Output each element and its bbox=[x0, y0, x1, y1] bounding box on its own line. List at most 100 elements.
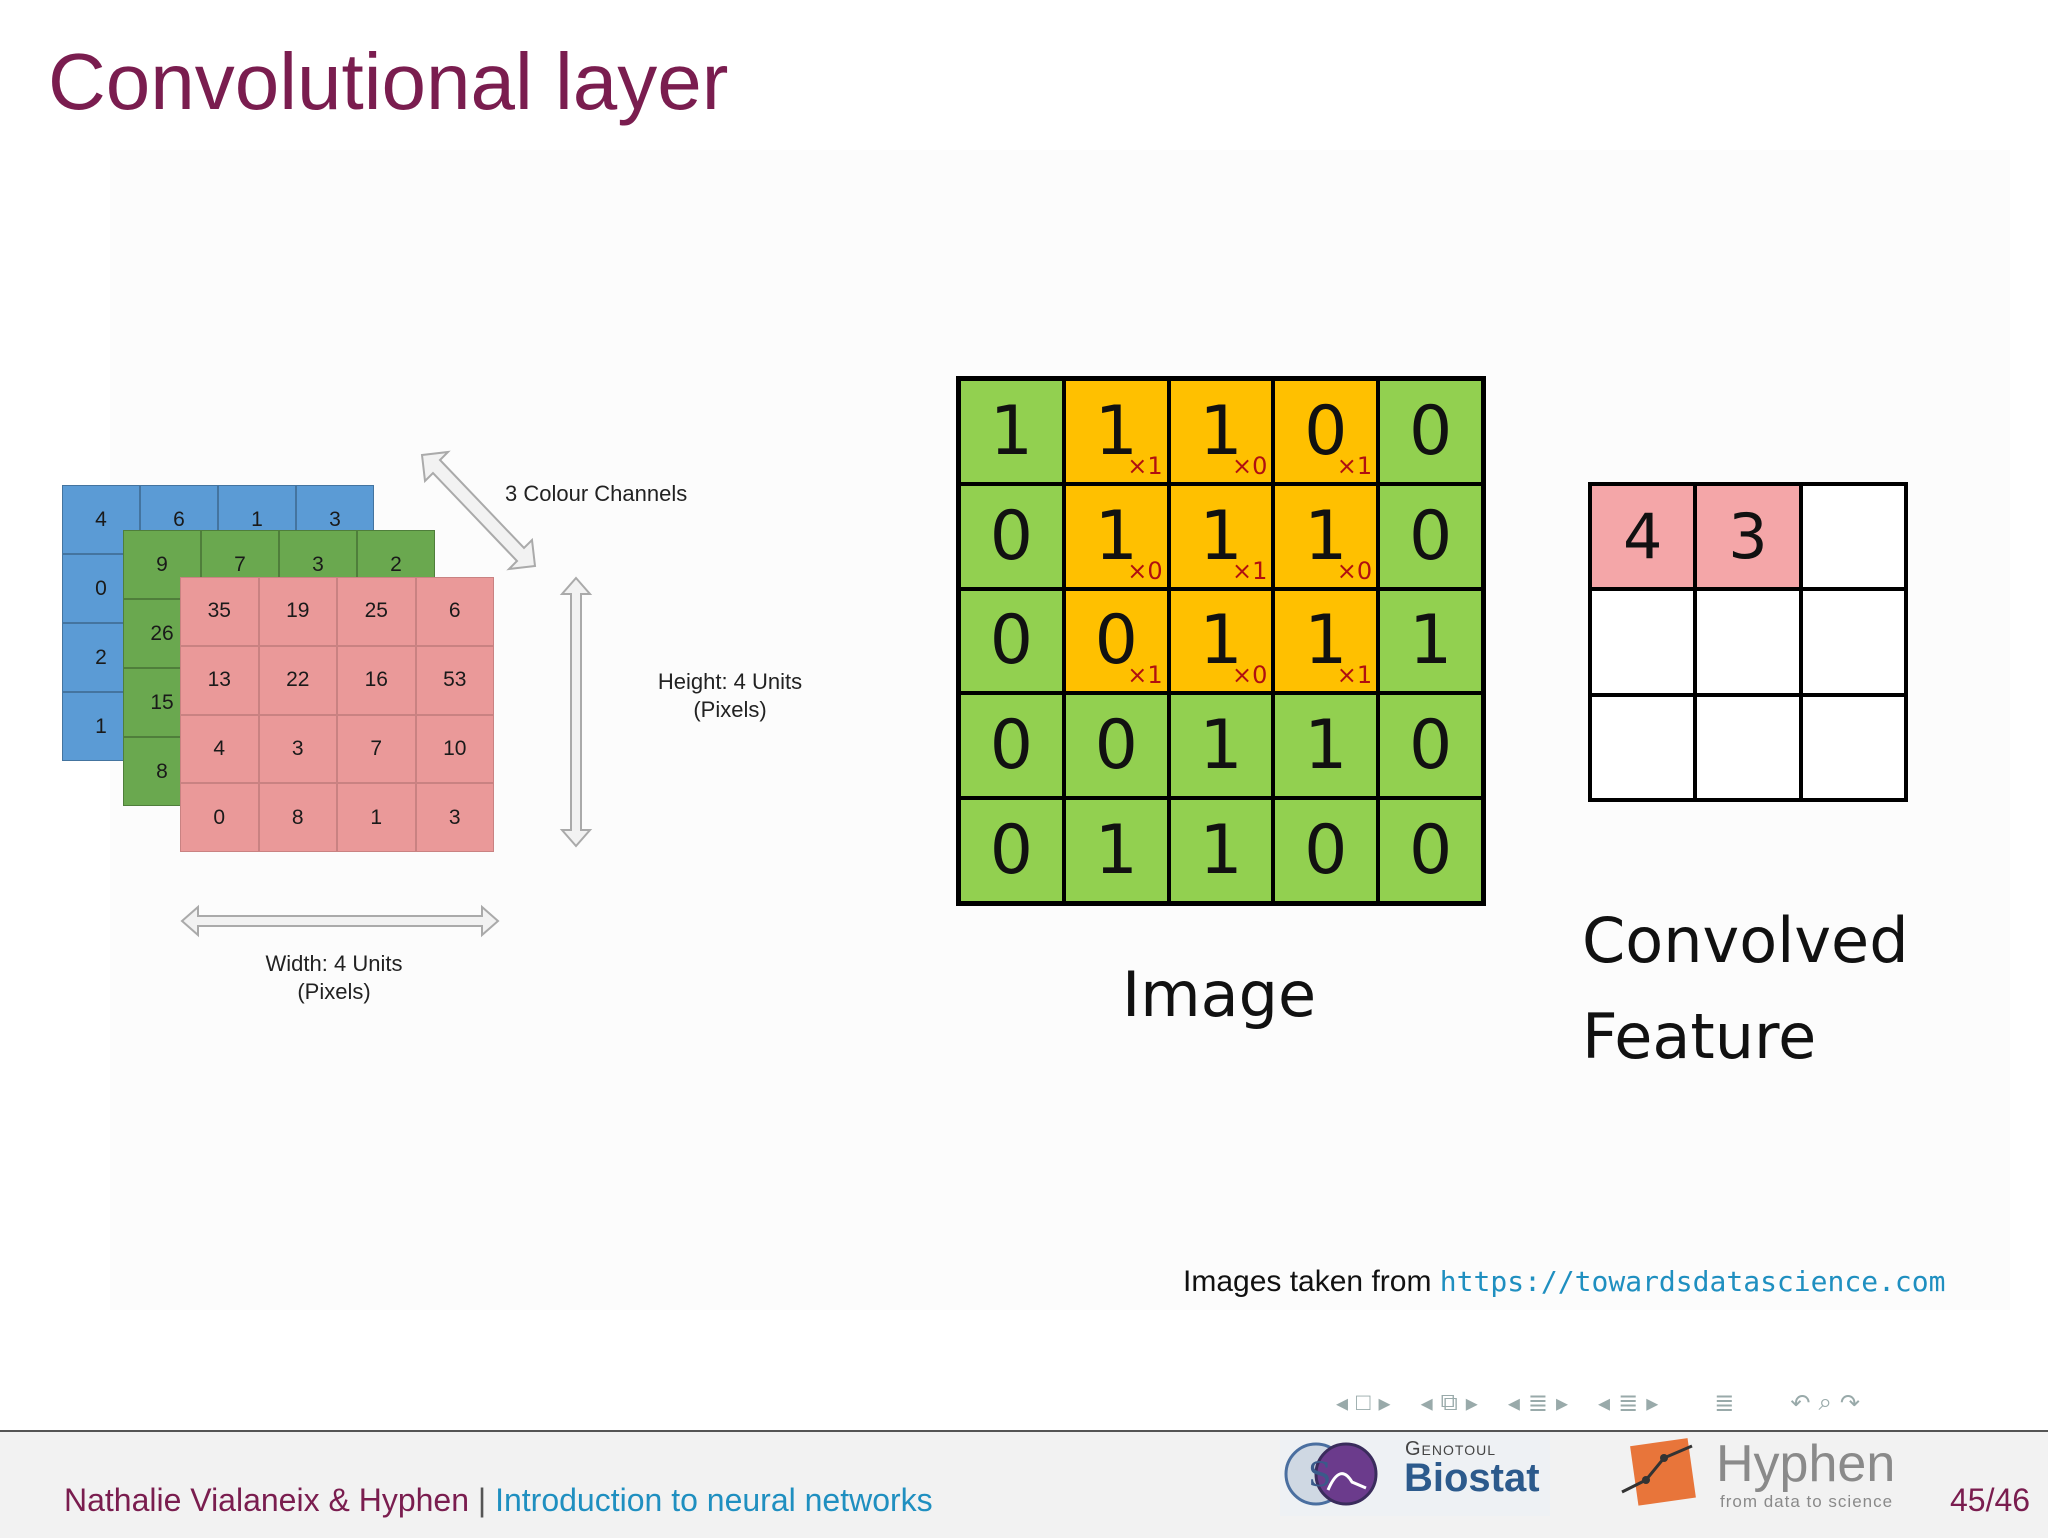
image-cell: 0 bbox=[1063, 693, 1169, 799]
kernel-weight: ×0 bbox=[1127, 556, 1163, 585]
image-cell: 1 bbox=[1273, 693, 1379, 799]
height-label-sub: (Pixels) bbox=[693, 697, 767, 722]
image-cell: 0 bbox=[1378, 693, 1483, 799]
red-cell: 1 bbox=[337, 783, 416, 852]
convolved-cell bbox=[1800, 694, 1906, 800]
red-cell: 3 bbox=[258, 714, 337, 784]
image-cell-kernel: 1×1 bbox=[1273, 588, 1379, 694]
slide-title: Convolutional layer bbox=[48, 37, 729, 126]
nav-subsection-next-icon[interactable]: ▸ bbox=[1465, 1389, 1478, 1417]
convolved-cell bbox=[1800, 484, 1906, 590]
nav-frame-next-icon[interactable]: ▸ bbox=[1378, 1389, 1391, 1417]
footer-info: Nathalie Vialaneix & Hyphen | Introducti… bbox=[64, 1482, 933, 1519]
hyphen-tagline: from data to science bbox=[1720, 1492, 1894, 1511]
red-cell: 10 bbox=[415, 714, 494, 784]
red-cell: 13 bbox=[180, 645, 259, 715]
genotoul-logo-icon: S bbox=[1284, 1442, 1378, 1506]
hyphen-logo: Hyphen from data to science bbox=[1612, 1432, 1902, 1516]
hyphen-name: Hyphen bbox=[1716, 1435, 1896, 1493]
convolved-cell: 3 bbox=[1695, 484, 1801, 590]
red-channel-layer: 35 19 25 6 13 22 16 53 4 3 7 10 0 8 1 3 bbox=[180, 577, 494, 852]
convolved-cell bbox=[1590, 589, 1696, 695]
image-cell: 0 bbox=[1273, 798, 1379, 903]
red-cell: 4 bbox=[180, 714, 259, 784]
nav-appendix-icon[interactable]: ≣ bbox=[1714, 1389, 1735, 1417]
kernel-weight: ×0 bbox=[1336, 556, 1373, 585]
nav-frame-prev-icon[interactable]: ◂ bbox=[1336, 1389, 1349, 1417]
nav-forward-icon[interactable]: ↷ bbox=[1839, 1389, 1861, 1417]
convolved-grid: 4 3 bbox=[1588, 482, 1908, 802]
kernel-weight: ×1 bbox=[1336, 451, 1373, 480]
nav-section-prev-icon[interactable]: ◂ bbox=[1507, 1389, 1520, 1417]
convolved-cell bbox=[1695, 589, 1801, 695]
convolved-cell bbox=[1800, 589, 1906, 695]
image-cell: 0 bbox=[959, 693, 1064, 799]
image-cell: 1 bbox=[1168, 693, 1274, 799]
nav-doc-icon[interactable]: ≣ bbox=[1618, 1389, 1639, 1417]
nav-doc-next-icon[interactable]: ▸ bbox=[1646, 1389, 1659, 1417]
nav-frame-icon[interactable]: □ bbox=[1356, 1389, 1371, 1416]
nav-search-icon[interactable]: ⌕ bbox=[1818, 1389, 1832, 1416]
footer-authors: Nathalie Vialaneix & Hyphen bbox=[64, 1482, 469, 1518]
nav-section-icon[interactable]: ≣ bbox=[1527, 1389, 1548, 1417]
image-cell-kernel: 1×0 bbox=[1273, 483, 1379, 589]
image-cell: 0 bbox=[959, 798, 1064, 903]
red-cell: 0 bbox=[180, 783, 259, 852]
red-cell: 35 bbox=[180, 577, 259, 646]
image-cell-kernel: 1×1 bbox=[1063, 379, 1169, 484]
kernel-weight: ×0 bbox=[1232, 451, 1268, 480]
image-cell: 1 bbox=[959, 379, 1064, 484]
width-arrow bbox=[180, 904, 500, 938]
convolved-label-line1: Convolved bbox=[1582, 904, 1909, 977]
width-label-main: Width: 4 Units bbox=[265, 951, 403, 976]
kernel-weight: ×1 bbox=[1127, 661, 1163, 690]
nav-back-icon[interactable]: ↶ bbox=[1790, 1389, 1811, 1417]
height-arrow bbox=[559, 576, 593, 848]
convolved-cell bbox=[1695, 694, 1801, 800]
blue-cell: 4 bbox=[62, 485, 140, 554]
credit-prefix: Images taken from bbox=[1183, 1265, 1432, 1298]
red-cell: 8 bbox=[258, 783, 337, 852]
image-cell: 1 bbox=[1063, 798, 1169, 903]
channels-label: 3 Colour Channels bbox=[505, 481, 688, 506]
page-number: 45/46 bbox=[1950, 1482, 2031, 1518]
hyphen-logo-icon bbox=[1621, 1438, 1696, 1506]
image-cell-kernel: 1×0 bbox=[1168, 379, 1274, 484]
width-label: Width: 4 Units (Pixels) bbox=[254, 950, 414, 1006]
red-cell: 25 bbox=[337, 577, 416, 646]
image-cell: 0 bbox=[1378, 379, 1483, 484]
image-cell-kernel: 1×1 bbox=[1168, 483, 1274, 589]
red-cell: 6 bbox=[415, 577, 494, 646]
height-label: Height: 4 Units (Pixels) bbox=[650, 668, 810, 724]
kernel-weight: ×0 bbox=[1232, 661, 1268, 690]
convolved-cell bbox=[1590, 694, 1696, 800]
kernel-weight: ×1 bbox=[1127, 451, 1163, 480]
footer-talk-title: Introduction to neural networks bbox=[495, 1482, 933, 1518]
channels-arrow bbox=[420, 450, 537, 571]
biostat-text: Biostat bbox=[1404, 1456, 1540, 1500]
image-cell-kernel: 0×1 bbox=[1273, 379, 1379, 484]
red-cell: 16 bbox=[337, 645, 416, 715]
nav-doc-prev-icon[interactable]: ◂ bbox=[1598, 1389, 1611, 1417]
credit-link[interactable]: https://towardsdatascience.com bbox=[1439, 1265, 1946, 1298]
footer-separator: | bbox=[477, 1482, 487, 1518]
nav-section-next-icon[interactable]: ▸ bbox=[1555, 1389, 1569, 1417]
green-cell: 9 bbox=[123, 530, 201, 599]
nav-subsection-icon[interactable]: ⧉ bbox=[1440, 1389, 1458, 1416]
kernel-weight: ×1 bbox=[1336, 661, 1373, 690]
image-credit: Images taken from https://towardsdatasci… bbox=[1183, 1265, 1946, 1299]
image-cell-kernel: 1×0 bbox=[1063, 483, 1169, 589]
red-cell: 7 bbox=[337, 714, 416, 784]
nav-subsection-prev-icon[interactable]: ◂ bbox=[1420, 1389, 1433, 1417]
image-cell: 1 bbox=[1378, 588, 1483, 694]
genotoul-text: Genotoul bbox=[1405, 1438, 1496, 1460]
image-cell-kernel: 0×1 bbox=[1063, 588, 1169, 694]
image-cell: 0 bbox=[1378, 483, 1483, 589]
footer-bar bbox=[0, 1430, 2048, 1538]
image-cell: 0 bbox=[1378, 798, 1483, 903]
image-label: Image bbox=[1122, 958, 1317, 1031]
image-grid: 1 1×1 1×0 0×1 0 0 1×0 1×1 1×0 0 0 0×1 1×… bbox=[956, 376, 1486, 906]
kernel-weight: ×1 bbox=[1232, 556, 1268, 585]
red-cell: 19 bbox=[258, 577, 337, 646]
image-cell: 0 bbox=[959, 483, 1064, 589]
